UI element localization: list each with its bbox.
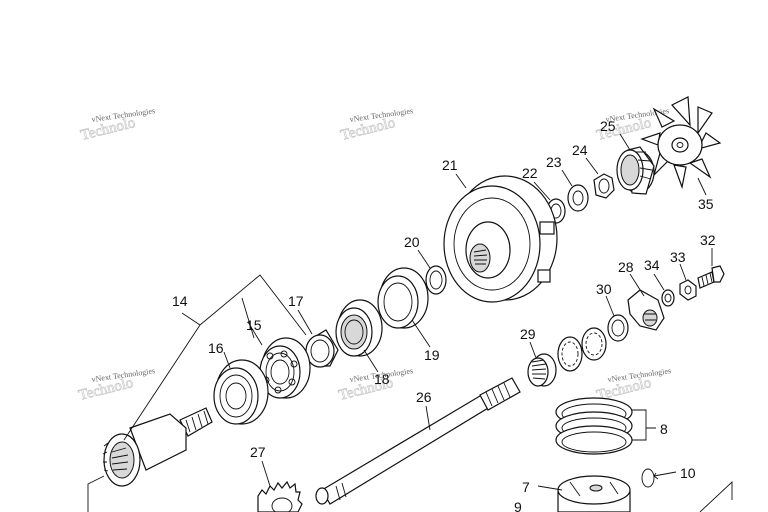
part-17-spacer — [305, 329, 339, 368]
watermark-1: Technolo vNext Technologies — [79, 106, 156, 144]
callout-15: 15 — [246, 317, 262, 333]
callout-27: 27 — [250, 444, 266, 460]
callout-34: 34 — [644, 257, 660, 273]
leader-lines — [87, 133, 733, 512]
callout-8: 8 — [660, 421, 668, 437]
part-18-seal — [335, 299, 383, 357]
callout-30: 30 — [596, 281, 612, 297]
callout-28: 28 — [618, 259, 634, 275]
part-7-piston — [557, 475, 631, 512]
callout-19: 19 — [424, 347, 440, 363]
callout-29: 29 — [520, 326, 536, 342]
callout-10: 10 — [680, 465, 696, 481]
part-19-seal — [377, 267, 429, 329]
part-32-bolt — [697, 265, 725, 289]
callout-labels: 7 8 9 10 14 15 16 17 18 19 20 21 22 23 2… — [172, 118, 716, 512]
callout-24: 24 — [572, 142, 588, 158]
part-8-piston-rings — [555, 397, 633, 455]
part-30-ring — [607, 314, 629, 342]
part-14-coupler — [102, 407, 213, 487]
callout-32: 32 — [700, 232, 716, 248]
part-33-nut — [679, 279, 697, 301]
snap-rings — [557, 327, 607, 372]
part-24-nut — [593, 173, 615, 199]
callout-18: 18 — [374, 371, 390, 387]
callout-14: 14 — [172, 293, 188, 309]
part-26-drive-shaft — [315, 377, 521, 505]
callout-22: 22 — [522, 165, 538, 181]
callout-25: 25 — [600, 118, 616, 134]
callout-16: 16 — [208, 340, 224, 356]
watermark-2: Technolo vNext Technologies — [339, 106, 414, 144]
part-15-bearing — [259, 337, 311, 399]
part-27-gear — [257, 480, 303, 512]
callout-9: 9 — [514, 499, 522, 512]
callout-23: 23 — [546, 154, 562, 170]
part-35-impeller — [640, 96, 722, 190]
watermark-4: Technolo vNext Technologies — [77, 366, 156, 404]
callout-35: 35 — [698, 196, 714, 212]
part-25-seal-housing — [616, 146, 655, 195]
part-29-needle-bearing — [527, 353, 557, 387]
callout-7: 7 — [522, 479, 530, 495]
callout-21: 21 — [442, 157, 458, 173]
part-23-washer — [567, 184, 589, 212]
part-20-washer — [425, 265, 447, 295]
part-10-circlip — [641, 468, 655, 488]
callout-26: 26 — [416, 389, 432, 405]
part-21-pulley — [443, 175, 558, 303]
part-16-bearing — [213, 359, 269, 425]
part-28-bracket — [627, 289, 665, 331]
callout-20: 20 — [404, 234, 420, 250]
callout-33: 33 — [670, 249, 686, 265]
part-34-washer — [661, 289, 675, 307]
callout-17: 17 — [288, 293, 304, 309]
